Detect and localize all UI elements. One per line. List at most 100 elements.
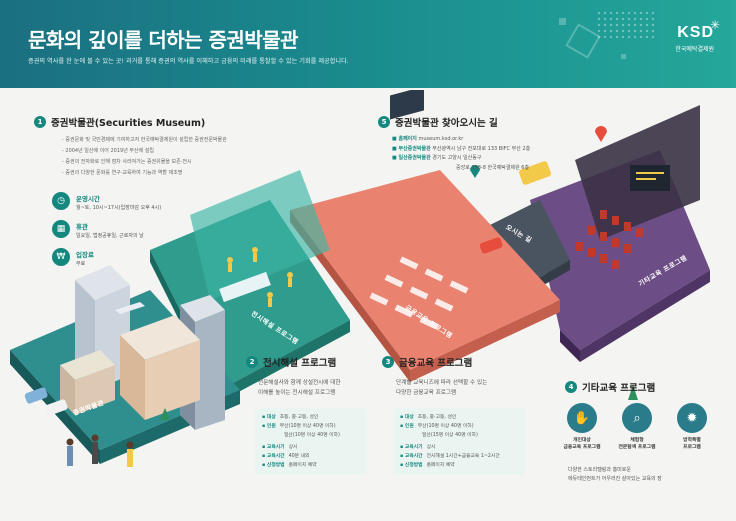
detail-value: 상시 bbox=[288, 445, 298, 450]
screen-line bbox=[636, 172, 664, 174]
section-3-header: 3 금융교육 프로그램 bbox=[382, 355, 472, 369]
ilsan-address: 경기도 고양시 일산동구 bbox=[432, 155, 482, 161]
classroom-desks bbox=[369, 256, 469, 330]
calendar-icon: ▦ bbox=[52, 220, 70, 238]
detail-value: 상시 bbox=[426, 445, 436, 450]
section-number: 5 bbox=[378, 116, 390, 128]
desc-line: 에듀테인먼트가 어우러진 살아있는 교육의 장 bbox=[568, 476, 662, 482]
logo-spark-icon: ✳ bbox=[709, 18, 720, 32]
info-key: 부산증권박물관 bbox=[392, 146, 431, 152]
section-number: 1 bbox=[34, 116, 46, 128]
decorative-dots bbox=[596, 10, 656, 40]
info-key: 홈페이지 bbox=[392, 136, 417, 142]
fee-value: 무료 bbox=[76, 261, 86, 267]
tower-roof bbox=[180, 295, 225, 322]
detail-key: 교육시간 bbox=[262, 452, 285, 461]
detail-key: 대상 bbox=[400, 413, 414, 422]
auditorium-seats bbox=[576, 210, 643, 269]
detail-key: 교육시기 bbox=[262, 443, 285, 452]
desc-line: 단계별 교육니즈에 따라 선택할 수 있는 bbox=[396, 380, 488, 386]
section-1-header: 1 증권박물관(Securities Museum) bbox=[34, 115, 205, 129]
ilsan-address-cont: 중앙로 358-8 한국예탁결제원 6층 bbox=[456, 164, 530, 171]
desc-line: 이해를 높이는 전시해설 프로그램 bbox=[258, 390, 336, 396]
isometric-scene-svg bbox=[10, 86, 710, 467]
detail-value: 일산(15명 이상 40명 이하) bbox=[422, 433, 478, 438]
clock-icon: ◷ bbox=[52, 192, 70, 210]
detail-key: 교육시기 bbox=[400, 443, 423, 452]
section-title: 전시해설 프로그램 bbox=[263, 358, 337, 369]
house-wall bbox=[75, 365, 115, 415]
section-title: 증권박물관(Securities Museum) bbox=[51, 118, 206, 129]
tree bbox=[160, 408, 170, 420]
section-title: 증권박물관 찾아오시는 길 bbox=[395, 118, 498, 129]
bus bbox=[519, 161, 551, 185]
car bbox=[479, 237, 503, 254]
detail-key: 대상 bbox=[262, 413, 276, 422]
tower-wall bbox=[195, 310, 225, 430]
location-pin-icon bbox=[470, 165, 480, 178]
busan-address: 부산광역시 남구 전포대로 133 BIFC 부산 2층 bbox=[432, 145, 531, 152]
exhibit-display-case bbox=[219, 271, 271, 303]
other-education-platform-side bbox=[560, 330, 580, 362]
finance-education-platform bbox=[290, 170, 560, 370]
screen-line bbox=[636, 178, 656, 180]
exhibit-platform-side bbox=[220, 320, 350, 402]
other-education-platform-side bbox=[580, 270, 710, 362]
car bbox=[44, 399, 68, 416]
logo-subtext: 한국예탁결제원 bbox=[675, 46, 714, 53]
closed-label: 휴관 bbox=[76, 223, 88, 231]
magnifier-icon: ⌕ bbox=[622, 403, 652, 433]
detail-value: 전시해설 1시간+금융교육 1~2시간 bbox=[426, 454, 500, 459]
list-item: - 증권문화 및 국민경제에 기여하고자 한국예탁결제원이 설립한 증권전문박물… bbox=[62, 137, 227, 143]
detail-key: 신청방법 bbox=[400, 461, 423, 470]
section-5-header: 5 증권박물관 찾아오시는 길 bbox=[378, 115, 498, 129]
museum-building-roof bbox=[120, 315, 200, 360]
section-2-header: 2 전시해설 프로그램 bbox=[246, 355, 336, 369]
section-title: 기타교육 프로그램 bbox=[582, 383, 656, 394]
finance-education-platform-side bbox=[410, 300, 560, 382]
won-icon: ₩ bbox=[52, 248, 70, 266]
location-pin-icon bbox=[595, 126, 607, 142]
museum-building-wall bbox=[120, 335, 145, 420]
detail-value: 40분 내외 bbox=[288, 454, 310, 459]
section-number: 3 bbox=[382, 356, 394, 368]
decorative-square bbox=[559, 18, 566, 25]
visitors-bottom bbox=[66, 434, 134, 467]
museum-building-wall bbox=[145, 340, 200, 420]
airplane bbox=[115, 302, 145, 314]
handshake-icon: ✋ bbox=[567, 403, 597, 433]
detail-value: 부산(10명 이상 40명 이하) bbox=[279, 424, 336, 429]
section-title: 금융교육 프로그램 bbox=[399, 358, 473, 369]
detail-value: 부산(10명 이상 40명 이하) bbox=[417, 424, 474, 429]
detail-value: 초등, 중·고등, 성인 bbox=[417, 415, 457, 420]
ksd-logo: KSD 한국예탁결제원 ✳ bbox=[675, 18, 720, 53]
desc-line: 다양한 스토리텔링과 흥미로운 bbox=[568, 467, 631, 473]
desc-line: 다양한 금융교육 프로그램 bbox=[396, 390, 457, 396]
detail-key: 교육시간 bbox=[400, 452, 423, 461]
detail-value: 홈페이지 예약 bbox=[426, 463, 455, 468]
detail-value: 홈페이지 예약 bbox=[288, 463, 317, 468]
exhibit-description: 전문해설사와 함께 상설전시에 대한 이해를 높이는 전시해설 프로그램 bbox=[258, 378, 341, 398]
logo-text: KSD bbox=[677, 24, 714, 41]
homepage-url[interactable]: museum.ksd.or.kr bbox=[418, 136, 464, 142]
closed-value: 일요일, 법정공휴일, 근로자의 날 bbox=[76, 233, 144, 239]
museum-intro-list: - 증권문화 및 국민경제에 기여하고자 한국예탁결제원이 설립한 증권전문박물… bbox=[62, 135, 227, 179]
desc-line: 전문해설사와 함께 상설전시에 대한 bbox=[258, 380, 341, 386]
detail-value: 초등, 중·고등, 성인 bbox=[279, 415, 319, 420]
detail-key: 인원 bbox=[400, 422, 414, 431]
section-number: 4 bbox=[565, 381, 577, 393]
list-item: - 증권의 전자화로 인해 점차 사라져가는 증권유물을 보존·전시 bbox=[62, 159, 192, 165]
page-subtitle: 증권의 역사를 한 눈에 볼 수 있는 곳! 과거를 통해 증권의 역사를 이해… bbox=[28, 58, 349, 65]
fee-label: 입장료 bbox=[76, 251, 94, 259]
tree bbox=[628, 385, 638, 400]
other-description: 다양한 스토리텔링과 흥미로운 에듀테인먼트가 어우러진 살아있는 교육의 장 bbox=[568, 466, 662, 484]
detail-key: 인원 bbox=[262, 422, 276, 431]
list-item: - 증권의 다양한 문화를 연구·교육하여 기능과 역할 재조명 bbox=[62, 170, 183, 176]
info-key: 일산증권박물관 bbox=[392, 155, 431, 161]
section-number: 2 bbox=[246, 356, 258, 368]
building-roof bbox=[75, 265, 130, 300]
